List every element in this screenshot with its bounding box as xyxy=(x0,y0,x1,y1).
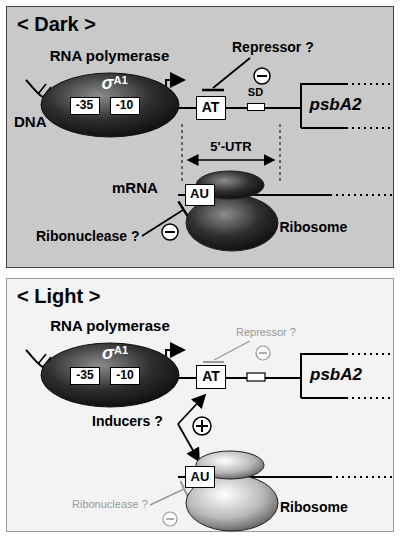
node-text: -10 xyxy=(116,369,133,382)
node-text: -35 xyxy=(76,99,93,112)
node-text: AT xyxy=(202,369,220,384)
node-text: < Dark > xyxy=(17,13,96,35)
node-text: SD xyxy=(243,86,269,98)
node-text: psbA2 xyxy=(310,366,362,385)
sequence-box: AT xyxy=(196,365,226,389)
annotation-label: mRNA xyxy=(112,180,158,197)
node-text: AU xyxy=(190,187,209,201)
sequence-box: AT xyxy=(196,96,226,120)
sequence-box: -35 xyxy=(70,97,100,115)
annotation-label: DNA xyxy=(14,114,47,131)
node-outline xyxy=(190,168,350,254)
annotation-label: Repressor ? xyxy=(236,326,296,338)
annotation-label: Ribonuclease ? xyxy=(36,229,139,244)
sd-box: SD xyxy=(243,86,269,114)
rna-polymerase: RNA polymeraseσA1-35-10 xyxy=(40,322,180,414)
condition-panel: < Light > RNA polymerase σA1 -35 -10 AT psbA2A… xyxy=(6,278,394,532)
node-text: Ribosome xyxy=(280,220,348,235)
node-outline xyxy=(190,448,350,534)
sequence-box: -10 xyxy=(110,367,140,385)
annotation-label: 5'-UTR xyxy=(196,140,266,154)
ribosome: Ribosome xyxy=(190,168,350,254)
sd-box xyxy=(247,103,265,111)
sequence-box: AU xyxy=(185,466,215,488)
ribosome: Ribosome xyxy=(190,448,350,534)
node-text: σ xyxy=(102,74,114,94)
gene-bracket: psbA2 xyxy=(300,82,390,134)
sequence-box: -35 xyxy=(70,367,100,385)
node-text: psbA2 xyxy=(310,96,362,115)
node-text: -35 xyxy=(76,369,93,382)
node-text: A1 xyxy=(114,344,128,356)
annotation-label: Inducers ? xyxy=(92,414,163,429)
sequence-box: AU xyxy=(185,184,215,206)
annotation-label: Repressor ? xyxy=(232,40,314,55)
node-text: RNA polymerase xyxy=(40,48,180,65)
node-text: RNA polymerase xyxy=(40,318,180,335)
sequence-box: -10 xyxy=(110,97,140,115)
node-text: A1 xyxy=(114,74,128,86)
node-text: < Light > xyxy=(17,285,100,307)
rna-polymerase: RNA polymeraseσA1-35-10 xyxy=(40,52,180,144)
node-text: AT xyxy=(202,100,220,115)
node-text: -10 xyxy=(116,99,133,112)
annotation-label: Ribonuclease ? xyxy=(72,498,148,510)
node-text: σ xyxy=(102,344,114,364)
node-text: Ribosome xyxy=(280,500,348,515)
gene-bracket: psbA2 xyxy=(300,352,390,404)
node-text: AU xyxy=(191,470,210,484)
